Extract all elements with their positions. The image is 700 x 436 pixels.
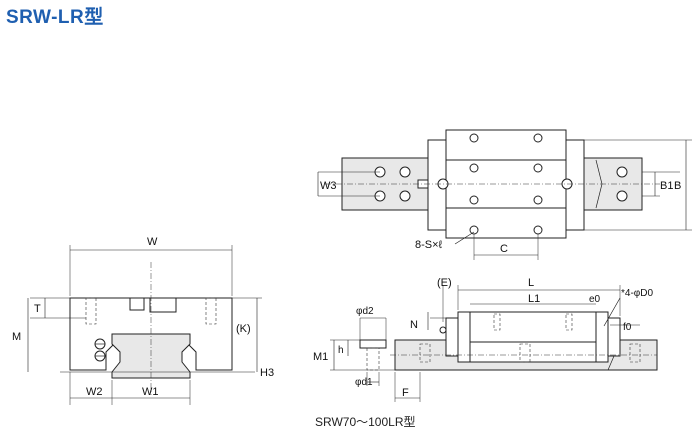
front-view: W T M (K) H3 W2 W1 xyxy=(12,236,274,405)
front-tap-hole-left xyxy=(85,297,97,325)
label-K: (K) xyxy=(236,323,251,335)
label-B: B xyxy=(674,180,681,192)
side-end-seal-right xyxy=(607,317,621,357)
label-W1: W1 xyxy=(142,386,159,398)
label-W: W xyxy=(147,236,158,248)
label-T: T xyxy=(34,303,41,315)
label-h: h xyxy=(338,345,344,356)
label-C: C xyxy=(500,243,508,255)
label-L: L xyxy=(528,277,534,289)
side-view: (E) L L1 e0 *4-φD0 N f0 φd2 M1 h xyxy=(313,277,658,402)
front-tap-hole-right xyxy=(205,297,217,325)
label-E: (E) xyxy=(437,277,452,289)
front-grease-nipple xyxy=(149,297,177,313)
label-f0: f0 xyxy=(623,322,632,333)
label-B1: B1 xyxy=(660,180,673,192)
label-H3: H3 xyxy=(260,367,274,379)
page-title: SRW-LR型 xyxy=(6,7,104,28)
label-N: N xyxy=(410,319,418,331)
front-grease-block xyxy=(129,297,145,311)
label-M1: M1 xyxy=(313,351,328,363)
label-W3: W3 xyxy=(320,180,337,192)
side-bolt-head xyxy=(359,339,387,349)
label-d1: φd1 xyxy=(355,377,373,388)
figure-caption: SRW70～100LR型 xyxy=(315,415,416,429)
label-M: M xyxy=(12,331,21,343)
side-end-seal-left xyxy=(445,317,459,357)
label-D0: *4-φD0 xyxy=(621,288,653,299)
label-d2: φd2 xyxy=(356,306,374,317)
label-W2: W2 xyxy=(86,386,103,398)
label-F: F xyxy=(402,387,409,399)
top-view: W3 B1 B 8-S×ℓ C xyxy=(317,129,692,260)
label-e0: e0 xyxy=(589,294,601,305)
label-L1: L1 xyxy=(528,293,540,305)
label-SxL: 8-S×ℓ xyxy=(415,239,443,251)
